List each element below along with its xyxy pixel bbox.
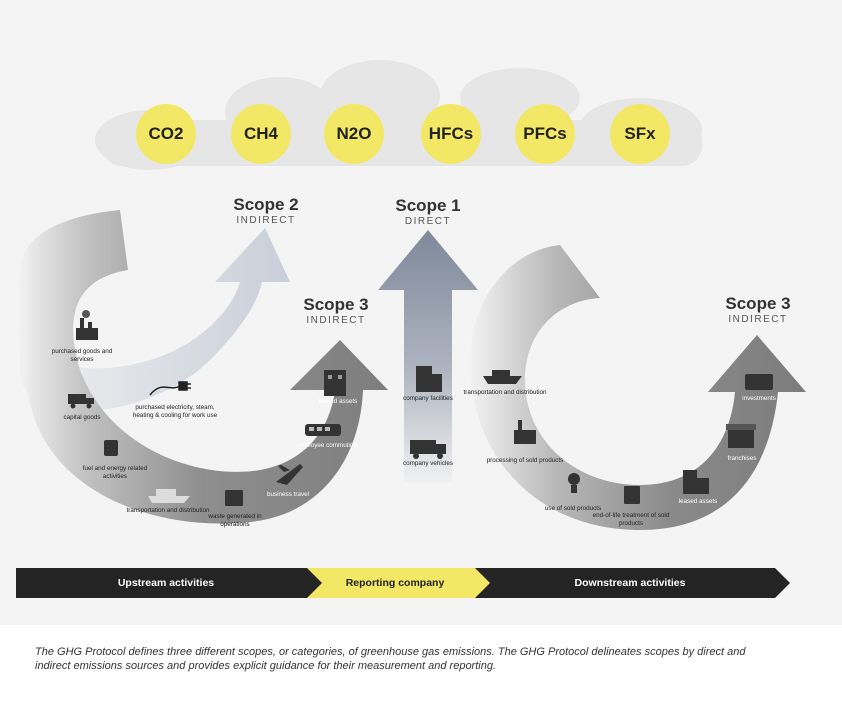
label-company-facilities: company facilities bbox=[403, 395, 453, 402]
store-icon bbox=[726, 424, 756, 448]
building-icon-facilities bbox=[416, 366, 442, 392]
ship-icon-upstream bbox=[148, 489, 190, 503]
label-use-sold-products: use of sold products bbox=[544, 505, 602, 512]
scope3-upstream-subtitle: INDIRECT bbox=[306, 315, 366, 326]
fuel-barrel-icon bbox=[104, 440, 118, 456]
gas-sfx: SFx bbox=[610, 104, 670, 164]
label-processing: processing of sold products bbox=[486, 457, 564, 464]
building-icon-upstream bbox=[324, 370, 346, 396]
label-employee-commuting: employee commuting bbox=[297, 442, 357, 449]
train-icon bbox=[305, 424, 341, 436]
plug-icon bbox=[149, 381, 191, 396]
scope1-subtitle: DIRECT bbox=[404, 216, 452, 227]
scope2-heading: Scope 2 INDIRECT bbox=[196, 195, 336, 226]
gas-co2: CO2 bbox=[136, 104, 196, 164]
factory-icon-downstream bbox=[514, 420, 536, 444]
scope2-subtitle: INDIRECT bbox=[236, 215, 296, 226]
reporting-company-label: Reporting company bbox=[345, 577, 445, 589]
label-transport-upstream: transportation and distribution bbox=[126, 507, 210, 514]
upstream-activities-label: Upstream activities bbox=[117, 577, 215, 589]
ship-icon-downstream bbox=[483, 370, 522, 384]
factory-icon bbox=[76, 310, 98, 340]
label-investments: investments bbox=[742, 395, 776, 402]
gas-n2o: N2O bbox=[324, 104, 384, 164]
label-purchased-electricity: purchased electricity, steam, heating & … bbox=[132, 404, 218, 419]
lightbulb-icon bbox=[568, 473, 580, 493]
label-franchises: franchises bbox=[727, 455, 757, 462]
waste-bin-icon bbox=[225, 490, 243, 506]
label-end-of-life: end-of-life treatment of sold products bbox=[592, 512, 670, 527]
scope3-downstream-arrow bbox=[470, 245, 806, 530]
airplane-icon bbox=[276, 464, 303, 485]
scope1-title: Scope 1 bbox=[395, 196, 461, 215]
van-icon bbox=[410, 440, 446, 459]
scope2-title: Scope 2 bbox=[233, 195, 299, 214]
scope3-downstream-title: Scope 3 bbox=[725, 294, 791, 313]
scope1-heading: Scope 1 DIRECT bbox=[358, 196, 498, 227]
recycle-bin-icon bbox=[624, 486, 640, 504]
label-transport-downstream: transportation and distribution bbox=[463, 389, 547, 396]
gas-ch4: CH4 bbox=[231, 104, 291, 164]
downstream-activities-label: Downstream activities bbox=[574, 577, 686, 589]
label-company-vehicles: company vehicles bbox=[402, 460, 454, 467]
label-fuel-energy: fuel and energy related activities bbox=[82, 465, 148, 480]
gas-pfcs: PFCs bbox=[515, 104, 575, 164]
scope3-upstream-title: Scope 3 bbox=[303, 295, 369, 314]
money-icon bbox=[745, 374, 773, 390]
reporting-segment bbox=[307, 568, 490, 598]
label-capital-goods: capital goods bbox=[63, 414, 101, 421]
scope1-arrow bbox=[378, 230, 478, 483]
label-waste: waste generated in operations bbox=[208, 513, 262, 528]
scope3-upstream-heading: Scope 3 INDIRECT bbox=[266, 295, 406, 326]
label-leased-assets-downstream: leased assets bbox=[678, 498, 718, 505]
scope3-downstream-heading: Scope 3 INDIRECT bbox=[688, 294, 828, 325]
scope3-downstream-subtitle: INDIRECT bbox=[728, 314, 788, 325]
label-business-travel: business travel bbox=[267, 491, 309, 498]
truck-icon bbox=[68, 394, 94, 409]
building-icon-downstream bbox=[683, 470, 709, 494]
label-leased-assets-upstream: leased assets bbox=[318, 398, 358, 405]
caption-text: The GHG Protocol defines three different… bbox=[35, 646, 746, 672]
label-purchased-goods: purchased goods and services bbox=[51, 348, 113, 363]
gas-hfcs: HFCs bbox=[421, 104, 481, 164]
